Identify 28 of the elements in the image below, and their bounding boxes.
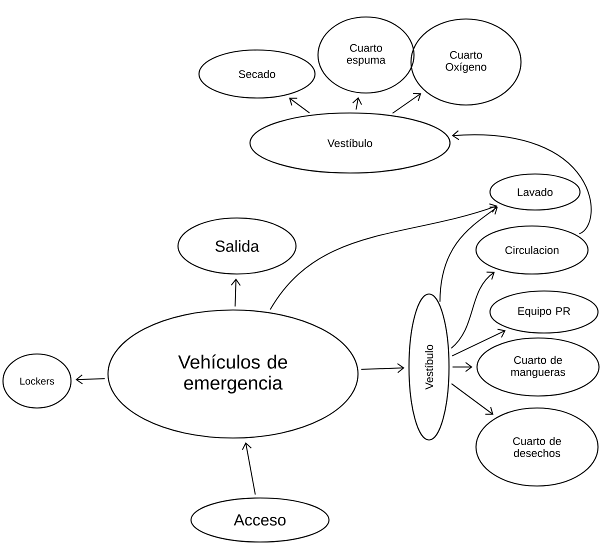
arrow xyxy=(439,206,498,302)
ellipse-node: Salida xyxy=(177,217,297,275)
ellipse-node: Secado xyxy=(198,49,316,99)
ellipse-node: Vestíbulo xyxy=(408,293,450,441)
arrow xyxy=(451,383,494,415)
ellipse-node: Cuarto espuma xyxy=(317,16,415,94)
arrow xyxy=(452,362,472,372)
ellipse-node: Lockers xyxy=(2,353,72,409)
arrow xyxy=(452,130,592,234)
ellipse-node: Circulacion xyxy=(475,225,589,275)
arrow xyxy=(352,97,362,110)
arrow xyxy=(242,442,256,496)
ellipse-node: Lavado xyxy=(489,173,581,211)
arrow xyxy=(360,363,404,374)
arrow xyxy=(230,278,241,307)
arrow xyxy=(450,272,495,349)
ellipse-node: Vestíbulo xyxy=(249,112,451,174)
arrow xyxy=(452,328,506,356)
ellipse-node: Cuarto de mangueras xyxy=(476,337,600,397)
ellipse-node: Cuarto de desechos xyxy=(475,407,599,487)
ellipse-node: Equipo PR xyxy=(489,290,599,334)
arrow xyxy=(289,98,310,114)
ellipse-node: Cuarto Oxígeno xyxy=(410,18,522,106)
ellipse-node: Acceso xyxy=(190,497,330,543)
arrow xyxy=(76,374,106,384)
arrow xyxy=(392,92,422,114)
arrow xyxy=(270,203,498,310)
ellipse-node: Vehículos de emergencia xyxy=(107,309,359,439)
